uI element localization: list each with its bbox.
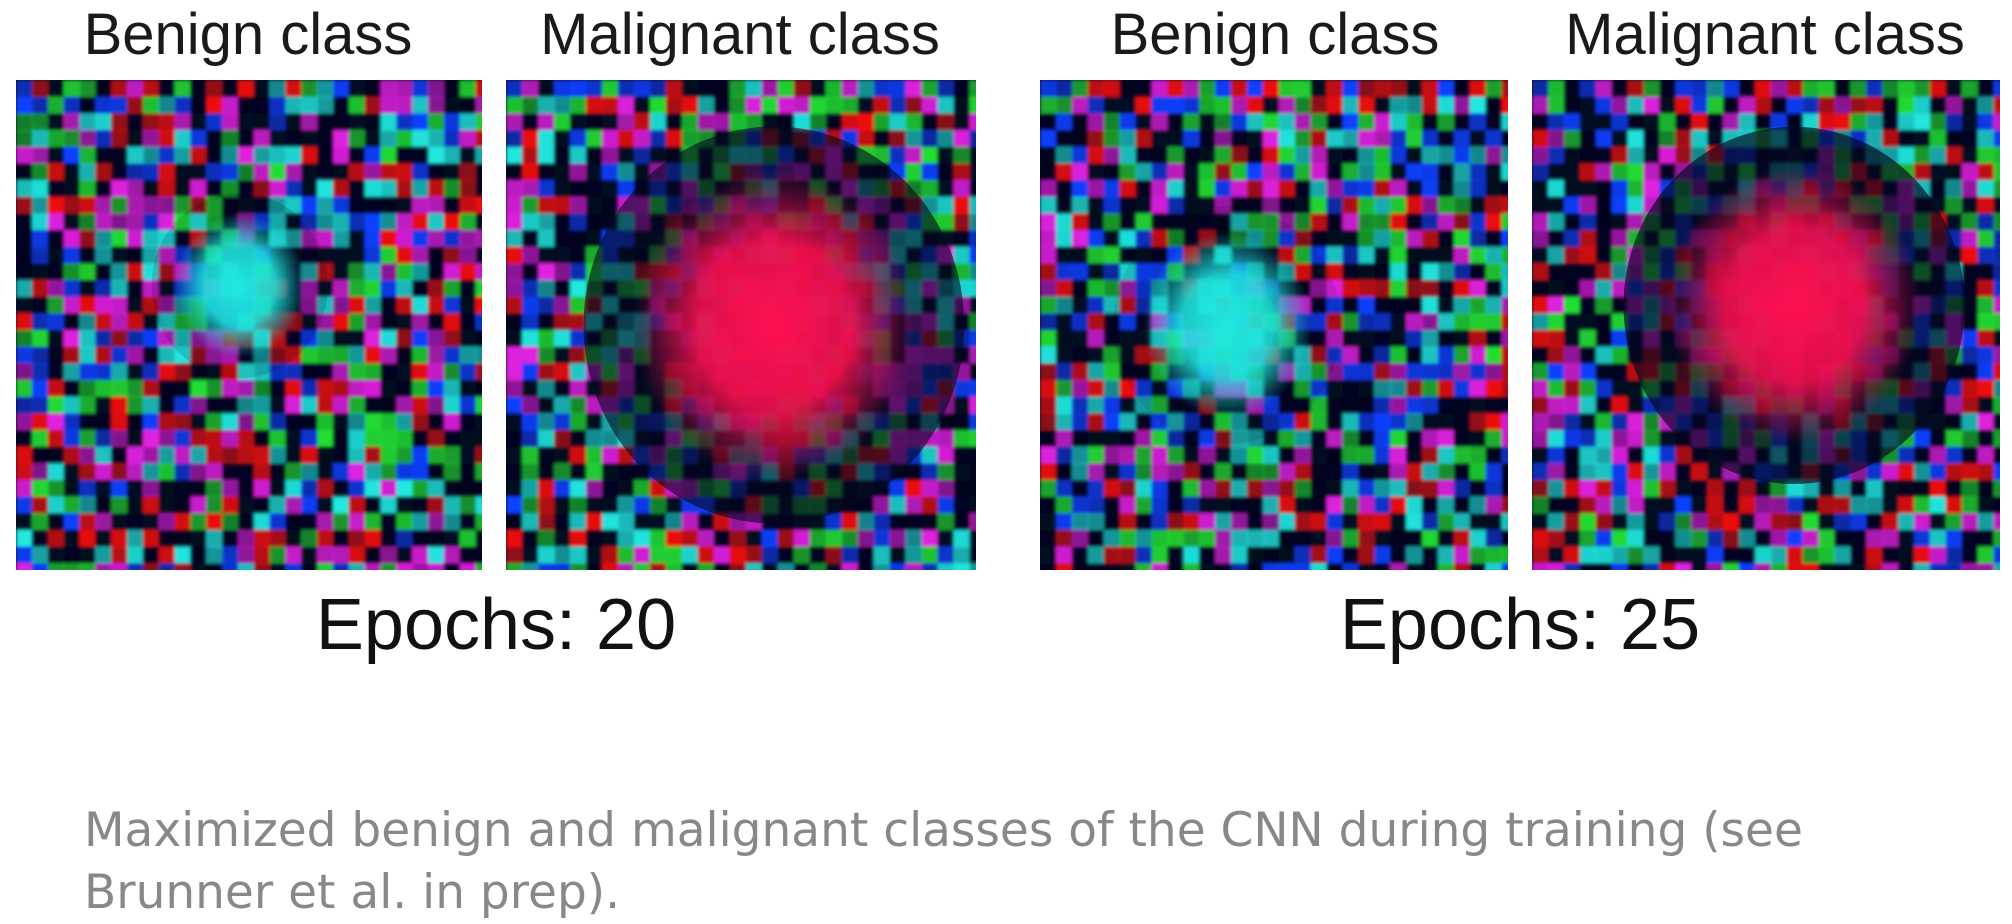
malignant-class-label-epoch25: Malignant class — [1565, 2, 1965, 67]
benign-class-label-epoch25: Benign class — [1110, 2, 1440, 67]
malignant-image-epoch20 — [506, 80, 976, 570]
malignant-class-label-epoch20: Malignant class — [540, 2, 940, 67]
figure-caption: Maximized benign and malignant classes o… — [84, 803, 1803, 920]
benign-image-epoch25 — [1040, 80, 1508, 570]
epochs-label-25: Epochs: 25 — [1339, 585, 1701, 665]
figure: Benign class Malignant class Epochs: 20 … — [16, 2, 2000, 665]
epochs-label-20: Epochs: 20 — [315, 585, 677, 665]
malignant-image-epoch25 — [1532, 80, 2000, 570]
benign-image-epoch20 — [16, 80, 482, 570]
benign-class-label-epoch20: Benign class — [83, 2, 413, 67]
